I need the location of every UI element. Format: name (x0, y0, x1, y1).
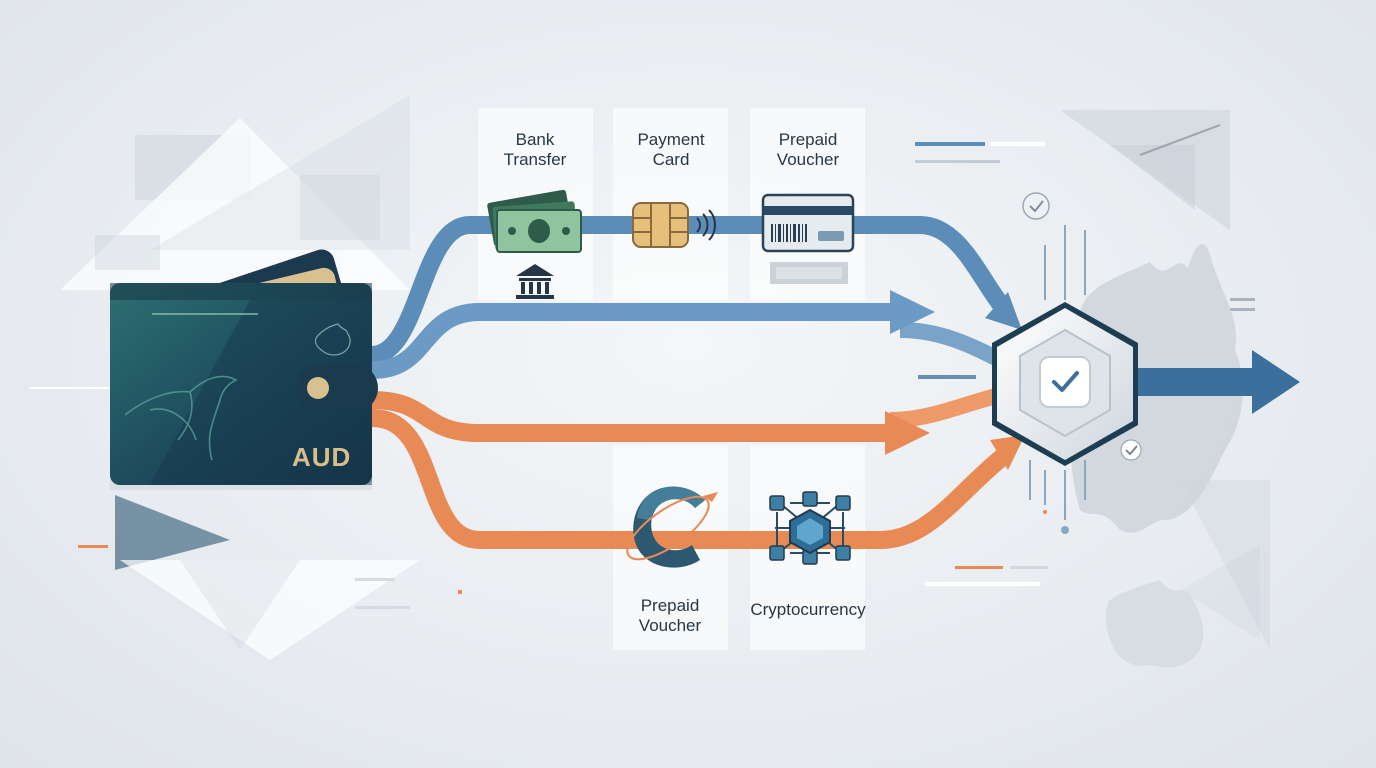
orange-flow-to-hub (889, 387, 1002, 428)
check-badge-bottom-icon (1120, 439, 1142, 461)
label-cryptocurrency: Cryptocurrency (750, 600, 866, 619)
label-payment-card: Payment Card (637, 130, 705, 169)
hexagon-checkmark-icon (1039, 356, 1091, 408)
blue-flow-middle (371, 303, 900, 379)
kangaroo-icon (124, 375, 238, 461)
blue-arrowhead-top (985, 292, 1022, 330)
decorative-lines (78, 142, 1255, 609)
orange-arrowhead-bottom (990, 435, 1025, 470)
chip-contactless-icon (632, 202, 716, 248)
output-arrow-shaft (1128, 368, 1258, 396)
orange-flow-bottom (371, 409, 1011, 549)
wallet-body (110, 283, 372, 485)
banknotes-icon (487, 189, 582, 253)
blockchain-icon (769, 491, 851, 565)
output-arrowhead (1252, 350, 1300, 414)
orange-flow-middle (371, 391, 890, 442)
voucher-card-icon (761, 193, 855, 284)
aud-wallet (110, 249, 378, 490)
blue-flow-to-hub (899, 322, 1004, 368)
australia-map-small (1105, 580, 1204, 668)
label-prepaid-voucher-top: Prepaid Voucher (776, 130, 840, 169)
check-badge-top-icon (1022, 192, 1050, 220)
label-prepaid-voucher-bottom: Prepaid Voucher (638, 596, 702, 635)
c-coin-icon (626, 486, 718, 568)
label-bank-transfer: Bank Transfer (503, 130, 567, 169)
wallet-currency-label: AUD (292, 442, 352, 472)
australia-outline-icon (314, 323, 351, 356)
bank-building-icon (516, 264, 554, 299)
background-shapes (30, 95, 1270, 660)
wallet-clasp-button (307, 377, 329, 399)
blue-flow-top (370, 216, 1013, 364)
blue-arrowhead-middle (890, 290, 935, 334)
flow-paths (370, 216, 1013, 549)
circuit-lines (1029, 225, 1086, 534)
verification-hub (992, 302, 1138, 466)
orange-arrowhead-middle (885, 411, 930, 455)
wallet-clasp (296, 364, 378, 412)
